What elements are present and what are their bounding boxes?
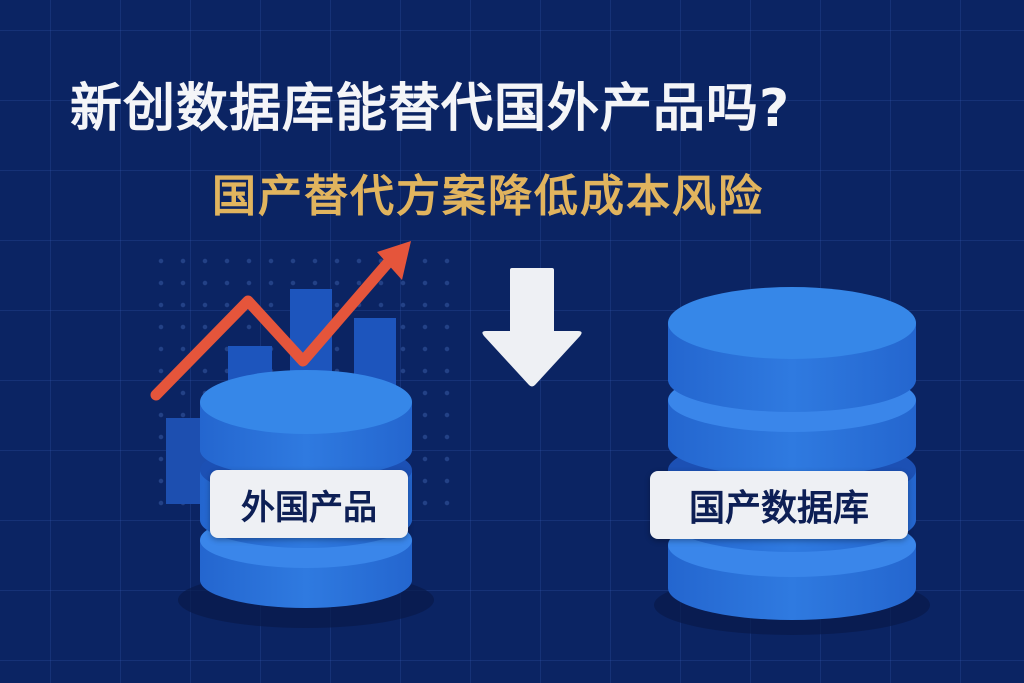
label-domestic-database: 国产数据库 xyxy=(650,471,908,539)
page-subtitle: 国产替代方案降低成本风险 xyxy=(212,171,764,222)
page-title: 新创数据库能替代国外产品吗? xyxy=(70,79,791,139)
label-foreign-product: 外国产品 xyxy=(210,470,408,538)
